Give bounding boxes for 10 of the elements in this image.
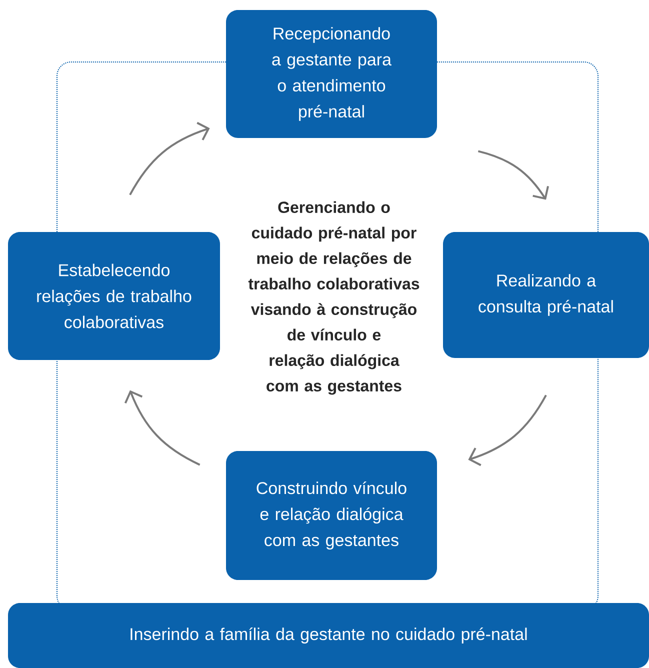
- center-text: Gerenciando o cuidado pré-natal por meio de relações de trabalho colaborativas visando à construção de vínculo e relação dialógica com as gestantes: [248, 201, 420, 395]
- process-box: Construindo vínculo e relação dialógica com as gestantes: [226, 451, 437, 580]
- arrow: [478, 150, 549, 200]
- arrow: [124, 390, 200, 466]
- process-box: Inserindo a família da gestante no cuidado pré-natal: [8, 603, 649, 668]
- process-box: Estabelecendo relações de trabalho colaborativas: [8, 232, 220, 360]
- process-box: Recepcionando a gestante para o atendimento pré-natal: [226, 10, 437, 138]
- process-box: Realizando a consulta pré-natal: [443, 232, 649, 358]
- arrow: [129, 122, 210, 196]
- arrow: [468, 394, 547, 466]
